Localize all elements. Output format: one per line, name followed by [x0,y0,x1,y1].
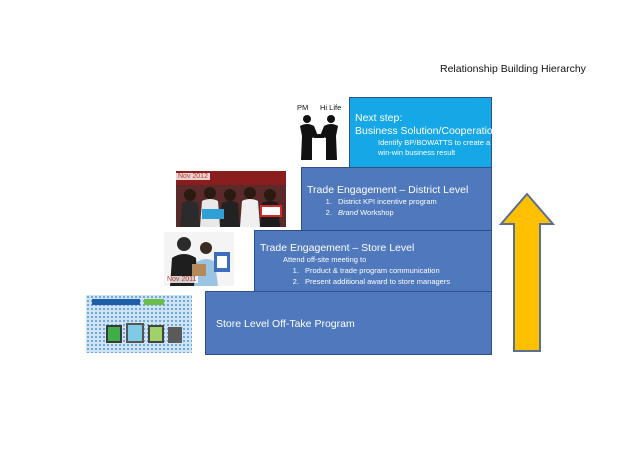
workshop-text: Workshop [358,208,394,217]
handshake-icon [300,115,338,160]
list-item: District KPI incentive program [334,196,437,207]
step-next: Next step: Business Solution/Cooperation… [349,97,499,168]
district-engagement-photo [176,171,286,227]
step-detail: District KPI incentive program Brand Wor… [316,196,437,218]
list-item: Brand Workshop [334,207,437,218]
detail-line: win-win business result [378,148,456,157]
next-step-detail: Identify BP/BOWATTS to create a win-win … [378,138,490,158]
step-heading: Store Level Off-Take Program [216,318,355,330]
step-intro: Attend off-site meeting to [283,255,367,264]
list-item: Product & trade program communication [301,265,450,276]
list-item: Present additional award to store manage… [301,276,450,287]
up-arrow-icon [498,192,556,352]
step-detail: Attend off-site meeting to Product & tra… [283,254,450,287]
diagram-title: Relationship Building Hierarchy [440,63,586,75]
step-store-engagement: Trade Engagement – Store Level Attend of… [254,230,492,292]
store-offtake-photo [86,295,192,353]
step-store-offtake: Store Level Off-Take Program [205,291,492,355]
next-step-heading: Business Solution/Cooperation [355,125,499,137]
step-heading: Trade Engagement – Store Level [260,242,415,254]
step-heading: Trade Engagement – District Level [307,184,469,196]
brand-text: Brand [338,208,359,217]
next-step-label: Next step: [355,112,403,124]
district-photo-date: Nov 2012 [176,173,210,180]
hilife-label: Hi Life [320,103,342,112]
step-district-engagement: Trade Engagement – District Level Distri… [301,167,492,231]
pm-label: PM [297,103,309,112]
store-photo-date: Nov 2011 [165,276,199,283]
detail-line: Identify BP/BOWATTS to create a [378,138,491,147]
